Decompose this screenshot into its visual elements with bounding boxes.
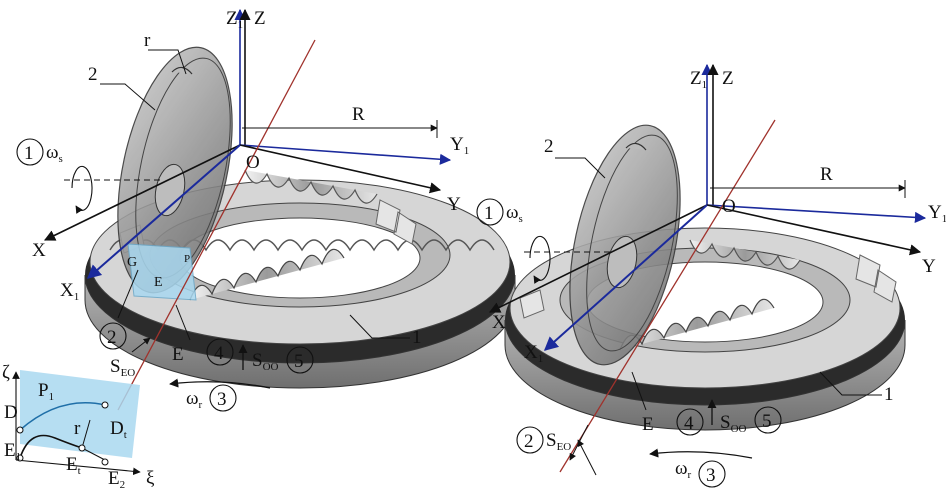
svg-text:X1: X1 [524,342,543,365]
left-wheel-label: 2 [88,64,98,85]
inset-e2-label: E [108,468,120,489]
right-x1-label: X [524,342,538,363]
right-ring-label: 1 [884,384,894,405]
svg-text:SEO: SEO [546,430,571,453]
right-s-oo-label: S [720,412,731,433]
svg-text:Et: Et [66,454,81,477]
left-view: Z1 Z Y1 Y X X1 O R r 2 1 1 ωs 2 SEO 4 SO… [16,8,516,412]
right-motion-5-number: 5 [762,411,772,432]
right-view: Z1 Z Y1 Y X X1 O R 2 1 1 ωs 2 SEO 4 SOO … [476,63,946,488]
right-motion-3-number: 3 [706,465,716,486]
svg-text:Z1: Z1 [226,8,243,31]
left-motion-3-number: 3 [217,389,227,410]
left-y1-label: Y [450,134,464,155]
left-origin-label: O [246,152,260,173]
left-cutter-radius-label: r [144,30,151,51]
left-point-e-small-label: E [154,275,163,290]
left-x1-label: X [60,280,74,301]
inset-e1-label: E [4,440,16,461]
right-motion-1-number: 1 [484,203,494,224]
left-point-g-label: G [127,255,137,270]
left-y-label: Y [447,194,461,215]
svg-text:SEO: SEO [110,356,135,379]
svg-text:E2: E2 [108,468,125,490]
left-ring-label: 1 [412,327,422,348]
inset-dt-label: D [110,418,124,439]
left-motion-2-number: 2 [107,327,117,348]
right-omega-s-label: ω [506,202,519,223]
left-contact-patch [127,243,197,301]
right-z-label: Z [722,68,734,89]
inset-et-label: E [66,454,78,475]
inset-d-label: D [4,402,18,423]
right-point-e-label: E [642,414,654,435]
right-motion-2-number: 2 [524,431,534,452]
right-radius-label: R [820,164,833,185]
left-z1-label: Z [226,8,238,29]
left-axis-labels: Z1 Z Y1 Y X X1 O R [32,8,469,303]
svg-text:Dt: Dt [110,418,127,441]
left-z-label: Z [254,8,266,29]
right-x-label: X [492,312,506,333]
left-omega-r-label: ω [186,388,199,409]
left-point-p-label: P [184,253,190,265]
svg-text:Y1: Y1 [928,202,946,225]
right-z1-label: Z [690,68,702,89]
svg-text:ωr: ωr [675,458,692,481]
left-s-eo-label: S [110,356,121,377]
svg-text:ωs: ωs [46,142,63,165]
contact-inset: ζ ξ P1 D Dt r E1 Et E2 [2,362,155,490]
svg-text:Z1: Z1 [690,68,707,91]
left-x-label: X [32,240,46,261]
right-ring-gear [504,227,906,431]
svg-text:Y1: Y1 [450,134,469,157]
inset-zeta-label: ζ [2,362,10,383]
svg-text:SOO: SOO [252,350,279,373]
right-origin-label: O [722,196,736,217]
left-motion-4-number: 4 [214,343,224,364]
inset-p1-label: P [38,380,49,401]
svg-text:P1: P1 [38,380,54,403]
left-omega-s-label: ω [46,142,59,163]
svg-text:X1: X1 [60,280,79,303]
svg-text:ωr: ωr [186,388,203,411]
left-motion-5-number: 5 [294,351,304,372]
right-y-label: Y [922,256,936,277]
right-y1-label: Y [928,202,942,223]
right-motion-4-number: 4 [684,413,694,434]
left-s-oo-label: S [252,350,263,371]
right-omega-r-label: ω [675,458,688,479]
inset-xi-label: ξ [146,468,155,489]
left-motion-1-number: 1 [24,143,34,164]
inset-r-label: r [74,418,81,439]
svg-text:E1: E1 [4,440,21,463]
right-wheel-label: 2 [544,136,554,157]
svg-text:ωs: ωs [506,202,523,225]
left-point-e-label: E [172,344,184,365]
svg-text:SOO: SOO [720,412,747,435]
right-s-eo-label: S [546,430,557,451]
left-radius-label: R [352,104,365,125]
